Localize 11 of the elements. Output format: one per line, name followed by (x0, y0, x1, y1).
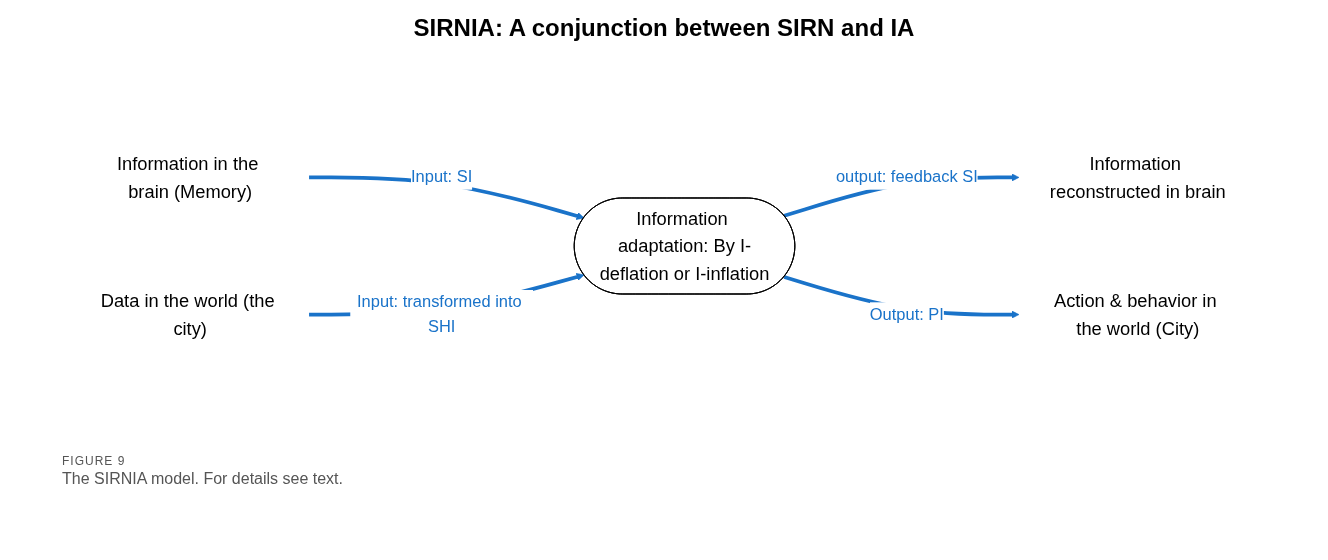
figure-caption: The SIRNIA model. For details see text. (62, 470, 344, 488)
figure-number: FIGURE 9 (62, 454, 127, 468)
edge-label: Input: SI (411, 167, 473, 187)
node-text: Action & behavior in the world (City) (1053, 290, 1217, 339)
node-text: Information reconstructed in brain (1049, 153, 1226, 202)
node-text: Data in the world (the city) (100, 290, 275, 339)
node-text: Information in the brain (Memory) (116, 153, 259, 202)
diagram-title: SIRNIA: A conjunction between SIRN and IA (412, 14, 916, 42)
edge-label: Output: PI (869, 304, 944, 324)
edge-label: Input: transformed into SHI (357, 292, 522, 336)
edge-label: output: feedback SI (835, 167, 978, 187)
